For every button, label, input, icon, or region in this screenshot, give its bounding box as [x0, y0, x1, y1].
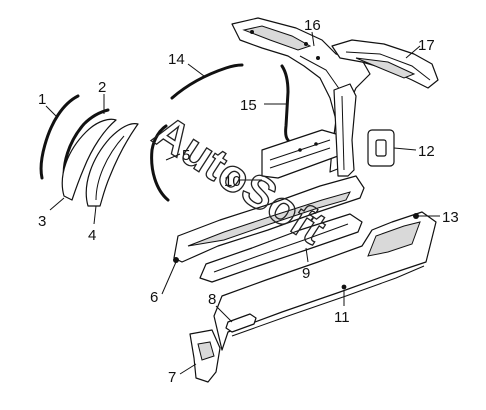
part-11-outer-sill [213, 211, 437, 351]
callout-2: 2 [98, 79, 106, 96]
part-4-pillar-trim [85, 123, 139, 207]
callout-3: 3 [38, 213, 46, 230]
callout-17: 17 [418, 37, 435, 54]
part-13-end-cap [413, 213, 419, 219]
callout-11: 11 [334, 309, 350, 326]
callout-14: 14 [168, 51, 185, 68]
part-6-rocker-inner [173, 175, 365, 263]
part-17-rear-roof-rail [331, 39, 439, 89]
callout-numbers: 1 2 3 4 5 6 7 8 9 10 11 12 13 14 15 16 1… [38, 17, 459, 386]
callout-12: 12 [418, 143, 435, 160]
part-14-roof-weatherstrip [170, 63, 244, 100]
callout-13: 13 [442, 209, 459, 226]
callout-leaders [45, 31, 440, 375]
callout-7: 7 [168, 369, 176, 386]
part-12-small-plate [367, 129, 395, 167]
callout-5: 5 [182, 147, 190, 164]
callout-16: 16 [304, 17, 321, 34]
part-center-pillar-body [333, 83, 357, 177]
callout-9: 9 [302, 265, 310, 282]
callout-10: 10 [224, 173, 241, 190]
callout-15: 15 [240, 97, 257, 114]
callout-4: 4 [88, 227, 96, 244]
part-3-garnish [61, 118, 117, 201]
callout-1: 1 [38, 91, 46, 108]
part-7-bracket [189, 329, 221, 383]
callout-6: 6 [150, 289, 158, 306]
part-1-seal-strip [39, 94, 80, 180]
part-15-pillar-weatherstrip [280, 64, 290, 142]
part-8-plug [225, 313, 257, 333]
callout-8: 8 [208, 291, 216, 308]
part-5-trim-strip [150, 124, 170, 202]
part-9-rocker-reinforcement [199, 213, 363, 283]
